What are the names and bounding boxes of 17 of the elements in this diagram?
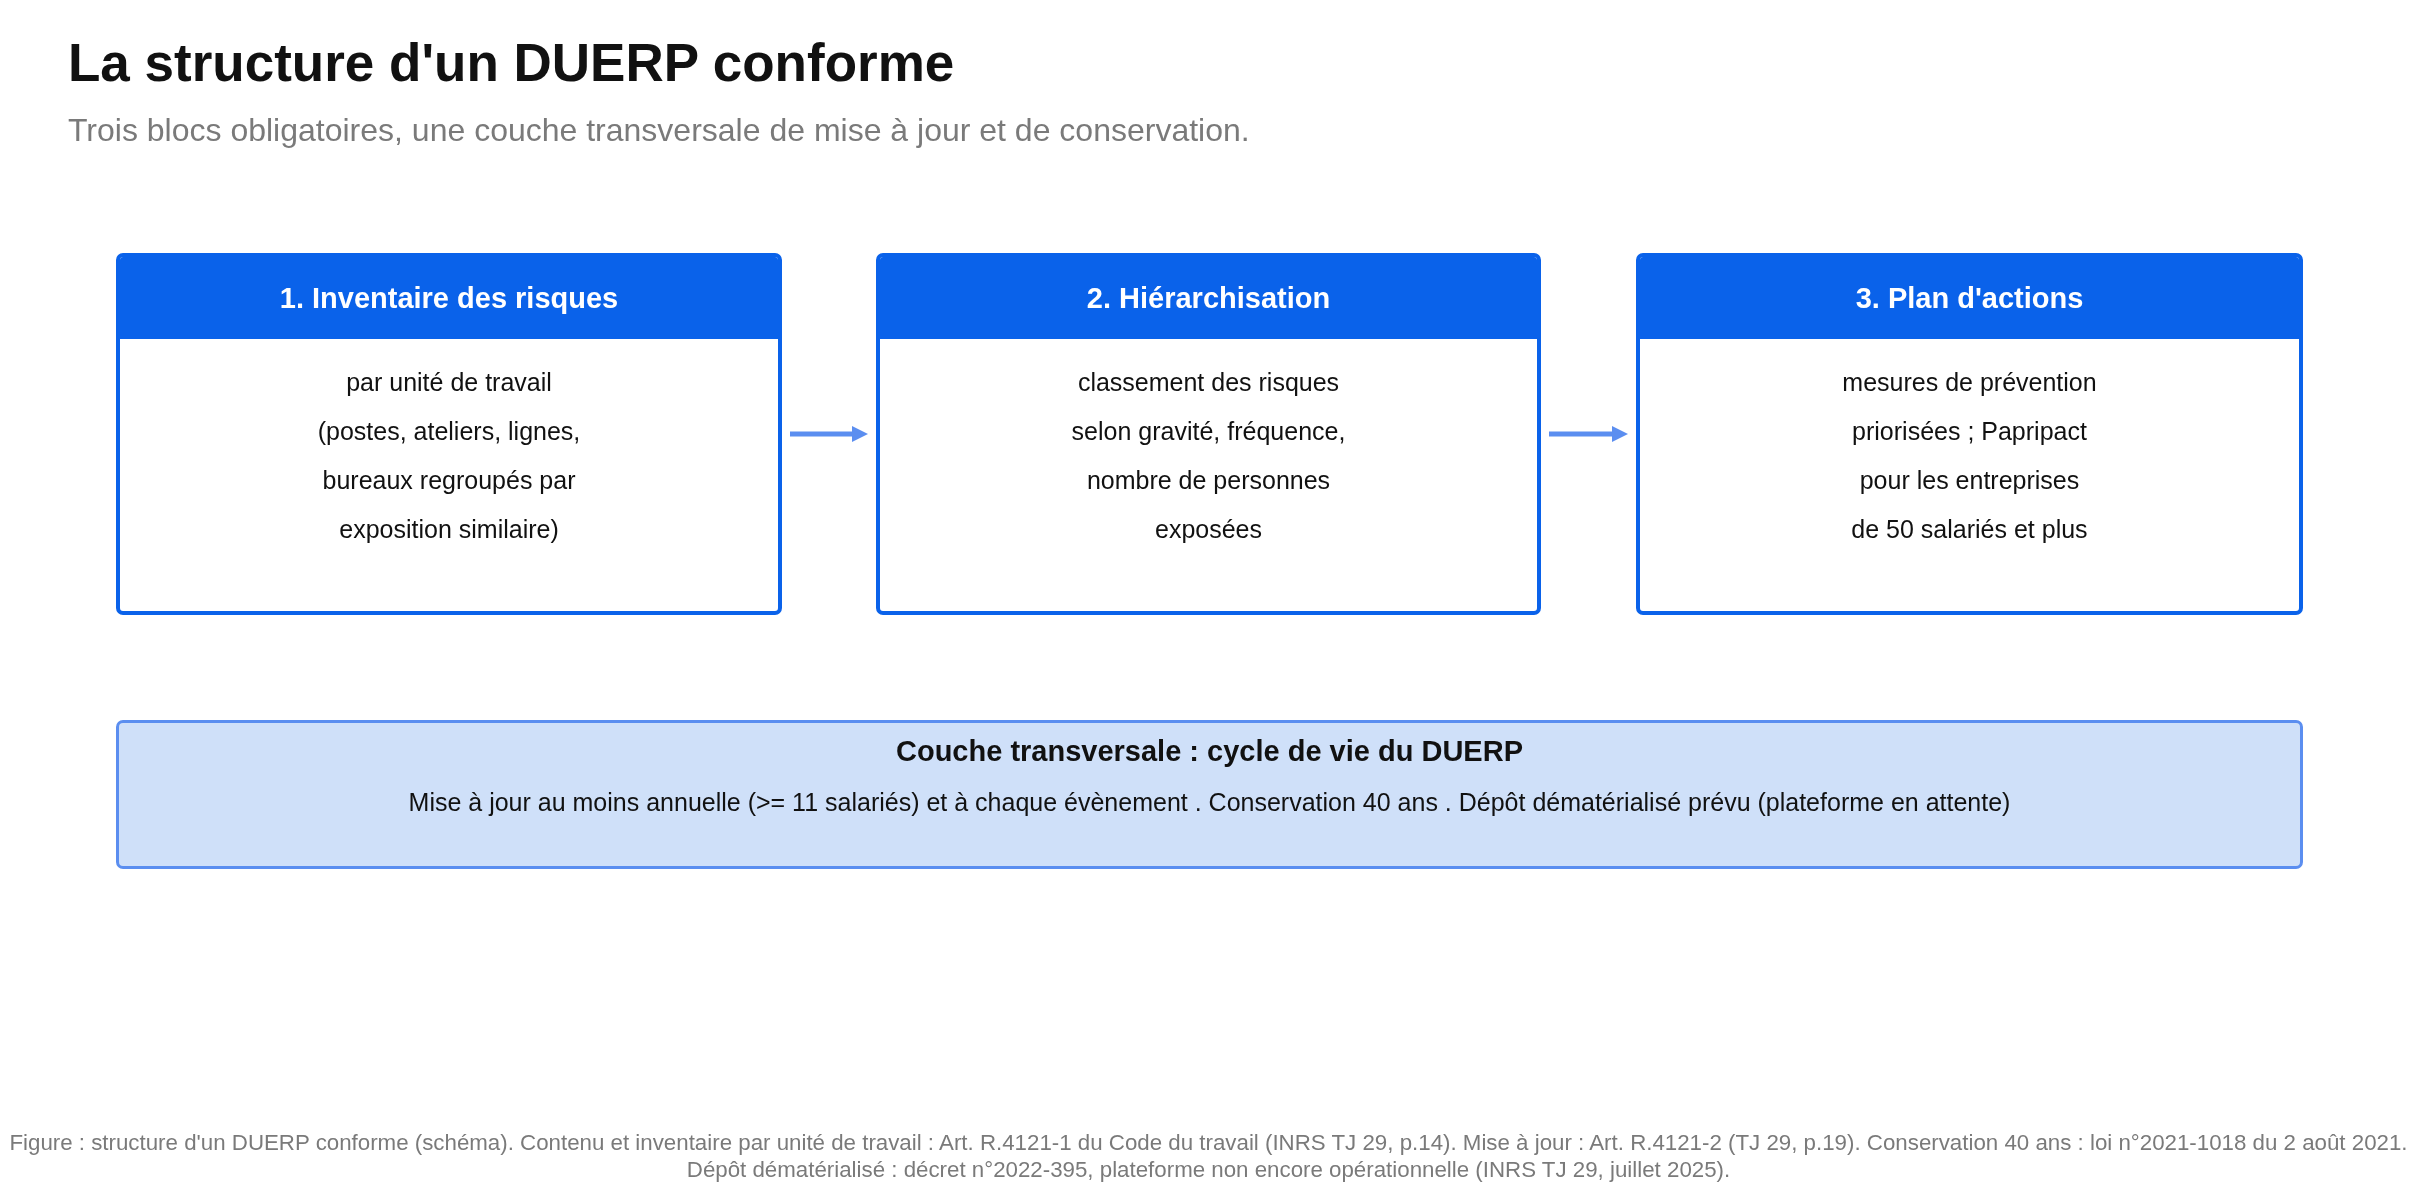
figure-caption: Figure : structure d'un DUERP conforme (schéma). Contenu et inventaire par unité de travail : Art. R.4121-1 du Code du travail (INRS TJ 29, p.14). Mise à jour : Art. R.4121-2 (TJ 29, p.19). Conservation 40 ans : loi n°2021-1018 du 2 août 2021. Dépôt dématérialisé : décret n°2022-395, plateforme non encore opérationnelle (INRS TJ 29, juillet 2025).: [8, 1129, 2409, 1183]
card-header: 3. Plan d'actions: [1640, 257, 2299, 339]
band-text: Mise à jour au moins annuelle (>= 11 salariés) et à chaque évènement . Conservation 40 ans . Dépôt dématérialisé prévu (plateforme en attente): [408, 787, 2011, 817]
process-card: [116, 253, 782, 615]
card-text: par unité de travail (postes, ateliers, lignes, bureaux regroupés par exposition similaire): [316, 367, 582, 545]
subtitle: Trois blocs obligatoires, une couche transversale de mise à jour et de conservation.: [68, 111, 1250, 150]
card-text: mesures de prévention priorisées ; Papripact pour les entreprises de 50 salariés et plus: [1841, 367, 2098, 545]
arrow: [790, 426, 868, 442]
diagram-title: La structure d'un DUERP conforme: [68, 34, 955, 93]
process-card: [876, 253, 1541, 615]
process-card: [1636, 253, 2303, 615]
band-title: Couche transversale : cycle de vie du DUERP: [896, 734, 1523, 769]
arrow: [1549, 426, 1628, 442]
card-header: 1. Inventaire des risques: [120, 257, 778, 339]
card-text: classement des risques selon gravité, fréquence, nombre de personnes exposées: [1070, 367, 1347, 545]
card-header: 2. Hiérarchisation: [880, 257, 1537, 339]
info-band: [116, 720, 2303, 869]
